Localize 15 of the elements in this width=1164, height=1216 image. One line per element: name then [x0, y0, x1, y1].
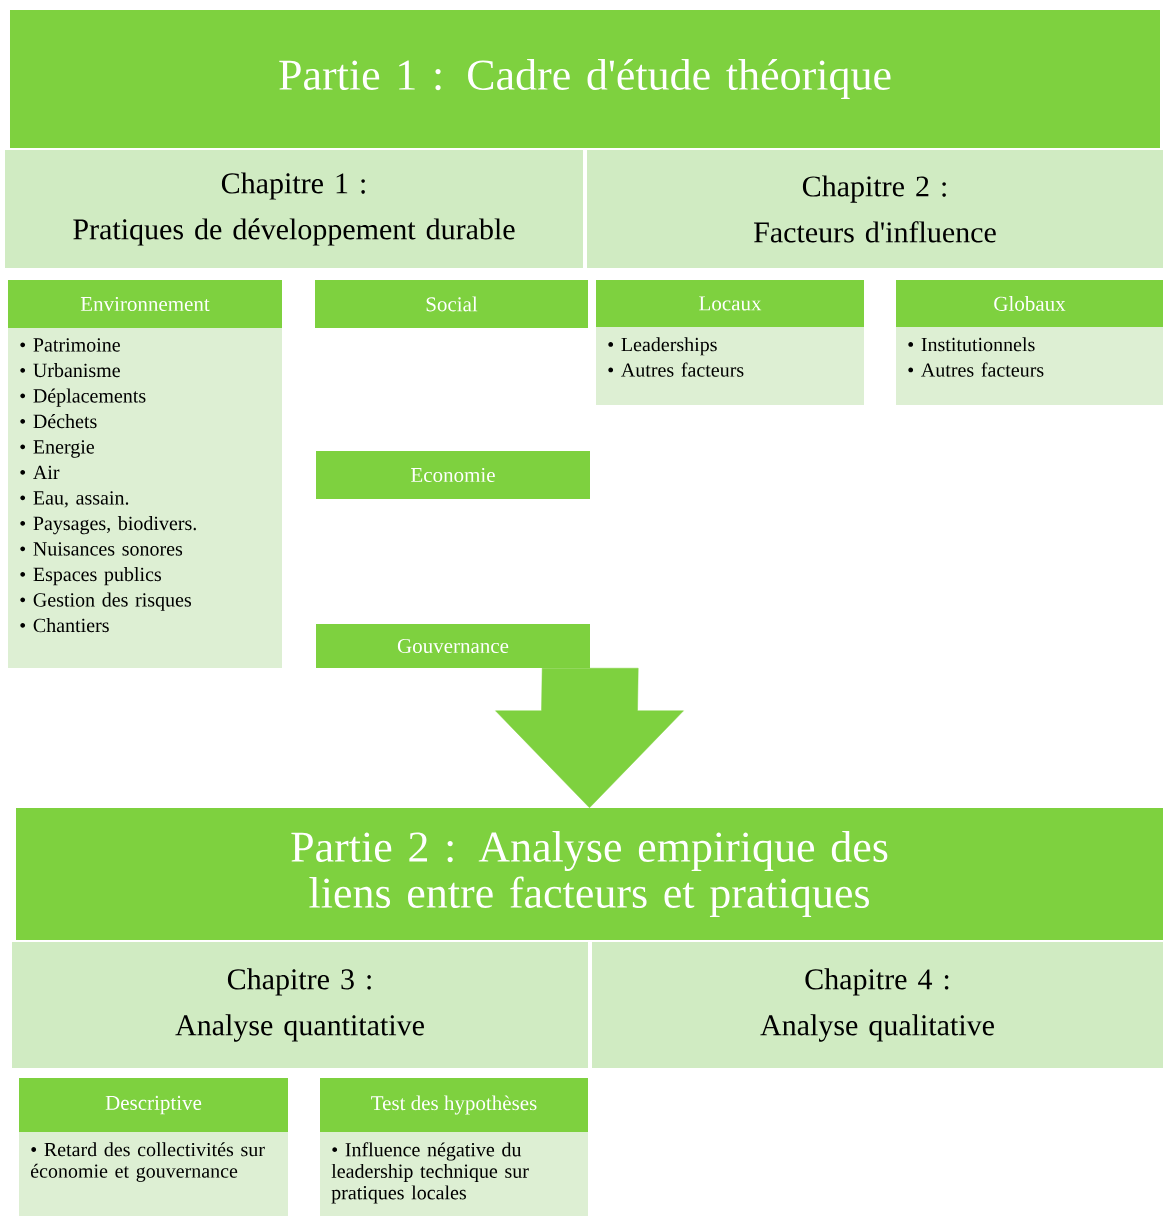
chapter-box: Chapitre 1 : Pratiques de développement durable — [5, 150, 583, 268]
category-card: Economie — [316, 451, 590, 499]
category-card: Gouvernance — [316, 624, 590, 668]
category-card: Descriptive • Retard des collectivités sur économie et gouvernance — [19, 1078, 288, 1216]
category-card: Environnement • Patrimoine • Urbanisme • Déplacements • Déchets • Energie • Air • Eau, assain. • Paysages, biodivers. • Nuisances sonores • Espaces publics • Gestion des risques • Chantiers — [8, 280, 282, 668]
category-card: Test des hypothèses • Influence négative du leadership technique sur pratiques locales — [320, 1078, 588, 1216]
category-card: Social — [315, 280, 588, 328]
category-card: Globaux • Institutionnels • Autres facteurs — [896, 280, 1163, 405]
chapter-box: Chapitre 3 : Analyse quantitative — [12, 942, 588, 1068]
block-arrow — [495, 667, 684, 809]
title-band: Partie 1 : Cadre d'étude théorique — [10, 10, 1160, 148]
title-band: Partie 2 : Analyse empirique des liens entre facteurs et pratiques — [16, 808, 1163, 940]
category-card: Locaux • Leaderships • Autres facteurs — [596, 280, 864, 405]
chapter-box: Chapitre 4 : Analyse qualitative — [592, 942, 1163, 1068]
chapter-box: Chapitre 2 : Facteurs d'influence — [587, 150, 1163, 268]
